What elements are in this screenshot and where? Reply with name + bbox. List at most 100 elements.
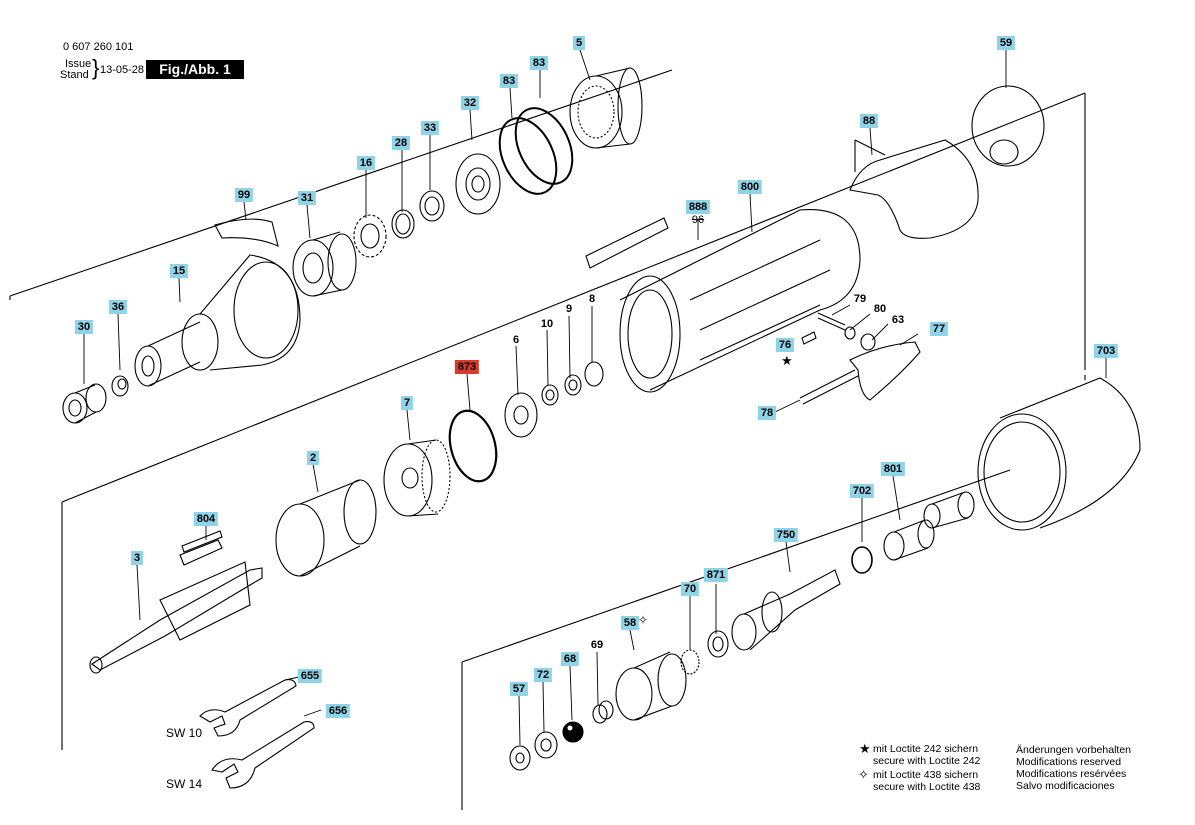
part-78-pin xyxy=(799,369,859,405)
label-3: 3 xyxy=(130,551,144,565)
wrench-size-14: SW 14 xyxy=(166,777,203,791)
label-30: 30 xyxy=(74,320,94,334)
stand-label: Stand xyxy=(60,69,89,81)
part-656-wrench xyxy=(211,721,315,789)
part-28-circlip xyxy=(391,209,415,239)
part-9-washer xyxy=(564,374,582,396)
label-83: 83 xyxy=(529,56,549,70)
legend-symbols: ★ ✧ ★ ✧ xyxy=(638,353,871,782)
label-801: 801 xyxy=(880,462,906,476)
label-656: 656 xyxy=(325,704,351,718)
label-871: 871 xyxy=(703,568,729,582)
note-fr: Modifications resérvées xyxy=(1016,768,1127,780)
label-655: 655 xyxy=(297,669,323,683)
part-80-ring xyxy=(844,326,856,340)
part-30-nut xyxy=(62,383,107,424)
label-33: 33 xyxy=(420,121,440,135)
star-icon: ★ xyxy=(859,741,871,756)
part-31-bearing xyxy=(292,231,357,297)
part-3-rotor xyxy=(89,561,263,674)
part-655-wrench xyxy=(199,679,297,737)
label-70: 70 xyxy=(680,582,700,596)
label-83: 83 xyxy=(499,74,519,88)
star-icon: ★ xyxy=(781,353,793,368)
label-888: 888 xyxy=(685,200,711,214)
part-number: 0 607 260 101 xyxy=(63,41,134,53)
label-96: 96 xyxy=(691,214,705,226)
part-15-spindle xyxy=(134,254,301,387)
part-703-muffler-cap xyxy=(977,377,1141,531)
part-32-bearing xyxy=(455,153,501,215)
figure-title: Fig./Abb. 1 xyxy=(146,60,244,79)
part-801-filter xyxy=(883,491,975,561)
issue-date: 13-05-28 xyxy=(100,64,145,76)
label-88: 88 xyxy=(859,114,879,128)
diamond-star-icon: ✧ xyxy=(858,767,869,782)
legend-loctite-438-de: mit Loctite 438 sichern xyxy=(873,769,979,781)
label-72: 72 xyxy=(533,668,553,682)
legend-loctite-438: mit Loctite 438 sichern secure with Loct… xyxy=(873,769,980,793)
wrench-size-10: SW 10 xyxy=(166,726,203,740)
part-6-bearing xyxy=(504,392,538,438)
label-15: 15 xyxy=(169,264,189,278)
frame-lines xyxy=(9,69,1086,810)
label-59: 59 xyxy=(996,36,1016,50)
label-28: 28 xyxy=(391,136,411,150)
legend-loctite-242-de: mit Loctite 242 sichern xyxy=(873,743,979,755)
label-80: 80 xyxy=(873,303,887,315)
label-58: 58 xyxy=(620,616,640,630)
label-78: 78 xyxy=(757,406,777,420)
label-750: 750 xyxy=(773,528,799,542)
modification-notes: Änderungen vorbehalten Modifications res… xyxy=(1016,744,1131,792)
part-77-lever xyxy=(849,341,921,401)
note-en: Modifications reserved xyxy=(1016,756,1122,768)
part-2-rotor-sleeve xyxy=(275,479,377,577)
label-57: 57 xyxy=(509,682,529,696)
part-804-vanes xyxy=(179,530,223,566)
leader-lines xyxy=(83,49,1107,746)
label-76: 76 xyxy=(775,338,795,352)
part-871-seal xyxy=(707,630,729,658)
part-750-hose-nipple xyxy=(731,569,841,651)
label-7: 7 xyxy=(400,396,414,410)
part-72-washer xyxy=(534,731,558,759)
part-7-cylinder xyxy=(383,439,451,517)
label-873-highlighted: 873 xyxy=(454,360,480,374)
part-69-spring xyxy=(592,700,614,724)
part-76-screw xyxy=(801,331,817,345)
part-8-circlip xyxy=(584,361,604,387)
label-702: 702 xyxy=(849,484,875,498)
label-804: 804 xyxy=(193,512,219,526)
label-8: 8 xyxy=(588,293,596,305)
note-es: Salvo modificaciones xyxy=(1016,780,1115,792)
part-70-screen xyxy=(680,649,700,675)
part-800-housing xyxy=(619,209,861,393)
part-63-washer xyxy=(860,333,876,351)
label-63: 63 xyxy=(891,314,905,326)
label-79: 79 xyxy=(853,293,867,305)
legend-loctite-438-en: secure with Loctite 438 xyxy=(873,781,981,793)
label-69: 69 xyxy=(590,639,604,651)
issue-label: Issue xyxy=(65,58,92,70)
note-de: Änderungen vorbehalten xyxy=(1016,744,1132,756)
label-16: 16 xyxy=(356,156,376,170)
label-5: 5 xyxy=(572,36,586,50)
legend-loctite-242: mit Loctite 242 sichern secure with Loct… xyxy=(873,743,980,767)
label-31: 31 xyxy=(297,191,317,205)
part-83-orings xyxy=(498,107,574,195)
part-88-sleeve xyxy=(849,139,979,239)
part-36-collet xyxy=(111,375,129,397)
label-68: 68 xyxy=(560,652,580,666)
label-32: 32 xyxy=(460,96,480,110)
part-702-hose-clamp xyxy=(851,546,873,574)
part-888-label-plate xyxy=(585,217,669,269)
label-77: 77 xyxy=(929,322,949,336)
label-36: 36 xyxy=(108,300,128,314)
part-5-ring-gear xyxy=(569,67,643,149)
part-57-washer xyxy=(509,745,531,771)
brace: } xyxy=(92,55,100,80)
label-9: 9 xyxy=(565,303,573,315)
part-59-cap xyxy=(971,85,1045,167)
part-68-ball xyxy=(562,721,584,743)
